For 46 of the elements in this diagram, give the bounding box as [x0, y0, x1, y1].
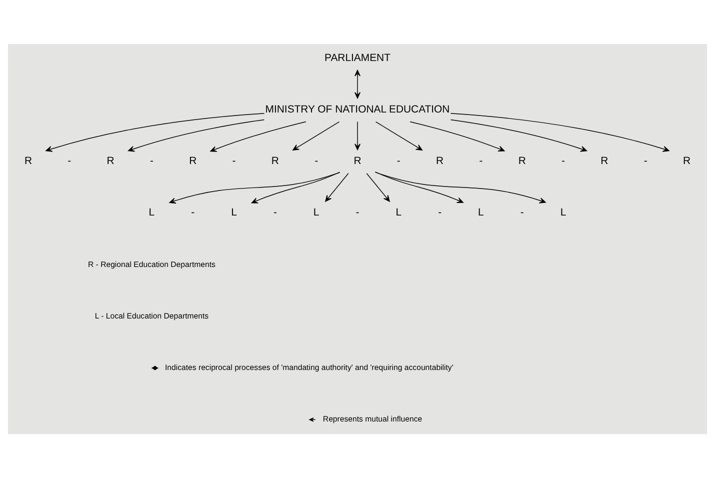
arrow: [450, 118, 588, 152]
label: -: [396, 156, 400, 167]
arrow: [210, 120, 306, 152]
arrow: [354, 120, 360, 150]
label: -: [562, 156, 566, 167]
node-text: L: [396, 207, 402, 218]
arrow: [374, 171, 464, 203]
node-text: L: [313, 207, 320, 218]
arrow: [46, 112, 265, 152]
label: -: [356, 207, 360, 218]
arrow: [128, 118, 265, 152]
node-text: R: [354, 156, 362, 167]
node-text: R: [600, 156, 608, 167]
arrow: [375, 120, 423, 150]
node-text: R: [518, 156, 526, 167]
node-text: MINISTRY OF NATIONAL EDUCATION: [265, 104, 450, 115]
arrow: [325, 172, 349, 202]
label: -: [68, 156, 72, 167]
label: -: [191, 207, 195, 218]
arrow: [292, 120, 340, 150]
node-text: L: [231, 207, 237, 218]
node-text: L: [148, 207, 155, 218]
label: -: [232, 156, 236, 167]
label: -: [314, 156, 318, 167]
label: -: [479, 156, 483, 167]
label: -: [520, 207, 524, 218]
arrow: [450, 112, 670, 152]
arrow: [410, 120, 505, 152]
node-text: R: [436, 156, 444, 167]
arrow: [375, 171, 546, 203]
label: -: [644, 156, 648, 167]
node-text: L: [560, 207, 566, 218]
node-text: R: [271, 156, 279, 167]
label: -: [273, 207, 277, 218]
arrow: [366, 172, 390, 202]
label: -: [438, 207, 442, 218]
node-text: R: [24, 156, 32, 167]
node-text: R: [106, 156, 114, 167]
arrow: [251, 171, 340, 203]
arrow: [169, 172, 340, 204]
arrow: [354, 69, 360, 98]
node-text: L: [478, 207, 484, 218]
node-text: R: [682, 156, 691, 167]
node-text: R: [189, 156, 197, 167]
label: -: [150, 156, 154, 167]
node-text: PARLIAMENT: [324, 52, 390, 64]
